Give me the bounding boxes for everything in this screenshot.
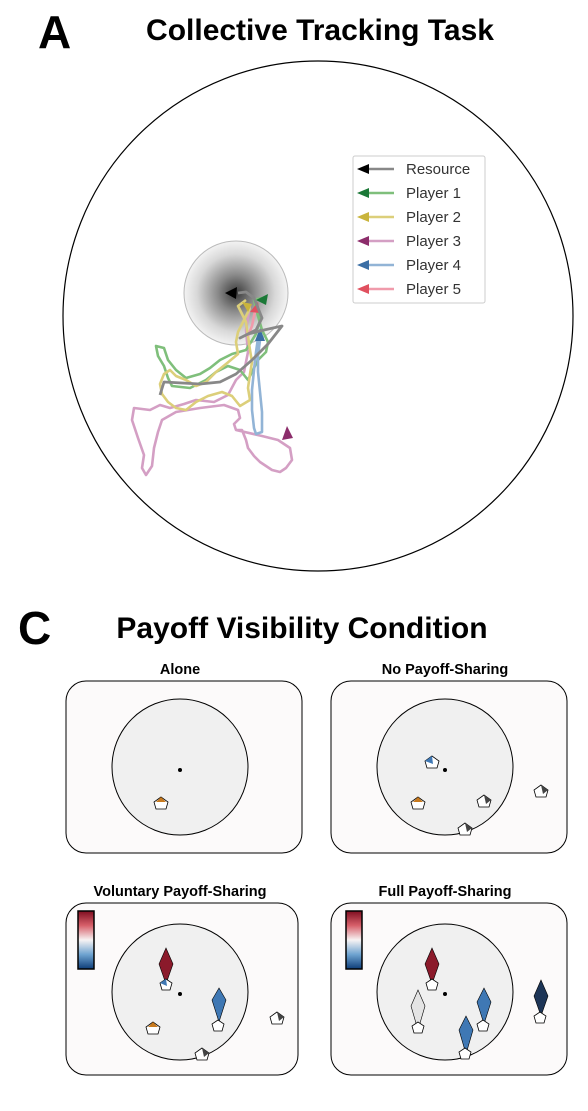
subpanel-full-payoff-sharing: Full Payoff-Sharing: [330, 884, 568, 1076]
legend-arrow: [357, 164, 369, 174]
resource-dot: [443, 992, 447, 996]
subpanel-no-payoff-sharing: No Payoff-Sharing: [330, 662, 568, 854]
player-agent-icon: [145, 1021, 161, 1035]
arena-circle: [111, 698, 249, 836]
legend-item-player-4: Player 4: [357, 257, 461, 274]
arena-circle: [376, 698, 514, 836]
panel-c-title: Payoff Visibility Condition: [116, 612, 487, 645]
legend-label: Resource: [406, 161, 470, 178]
panel-c: C Payoff Visibility Condition Alone No P…: [18, 602, 568, 1076]
agent-icon-red: [158, 947, 174, 991]
player-2-trajectory: [158, 298, 254, 412]
legend-item-resource: Resource: [357, 161, 470, 178]
agent-icon-blue: [458, 1015, 474, 1060]
colorbar: [77, 910, 95, 970]
legend-arrow: [357, 284, 369, 294]
subpanel-title: No Payoff-Sharing: [382, 662, 508, 678]
legend-item-player-1: Player 1: [357, 185, 461, 202]
panel-a-title: Collective Tracking Task: [146, 14, 494, 47]
agent-icon-blue: [476, 987, 492, 1032]
agent-icon: [533, 784, 549, 798]
legend-arrow: [357, 236, 369, 246]
resource-trajectory: [158, 287, 284, 396]
legend-label: Player 1: [406, 185, 461, 202]
legend: Resource Player 1 Player 2 Player 3 Play: [352, 155, 486, 304]
colorbar: [345, 910, 363, 970]
subpanel-voluntary-payoff-sharing: Voluntary Payoff-Sharing: [65, 884, 299, 1076]
legend-item-player-5: Player 5: [357, 281, 461, 298]
player-agent-icon: [153, 796, 169, 810]
subpanel-title: Alone: [160, 662, 200, 678]
agent-icon-blue: [211, 987, 227, 1032]
agent-icon: [457, 822, 473, 836]
agent-icon-navy: [533, 979, 549, 1024]
legend-arrow: [357, 260, 369, 270]
resource-dot: [443, 768, 447, 772]
resource-dot: [178, 992, 182, 996]
arena-boundary: [62, 60, 574, 572]
agent-icon: [476, 794, 492, 808]
subpanel-title: Full Payoff-Sharing: [379, 884, 512, 900]
player-1-trajectory: [154, 294, 270, 390]
legend-item-player-3: Player 3: [357, 233, 461, 250]
subpanel-alone: Alone: [65, 662, 303, 854]
legend-item-player-2: Player 2: [357, 209, 461, 226]
panel-c-letter: C: [18, 602, 51, 654]
legend-label: Player 3: [406, 233, 461, 250]
agent-icon-light: [410, 989, 426, 1034]
agent-icon: [194, 1047, 210, 1061]
resource-dot: [178, 768, 182, 772]
subpanel-title: Voluntary Payoff-Sharing: [94, 884, 267, 900]
legend-label: Player 4: [406, 257, 461, 274]
panel-a: A Collective Tracking Task: [38, 6, 574, 572]
legend-label: Player 2: [406, 209, 461, 226]
panel-a-letter: A: [38, 6, 71, 58]
agent-icon: [269, 1011, 285, 1025]
legend-label: Player 5: [406, 281, 461, 298]
agent-icon-red: [424, 947, 440, 991]
player-4-trajectory: [250, 328, 265, 436]
agent-icon: [424, 755, 440, 769]
legend-arrow: [357, 188, 369, 198]
player-agent-icon: [410, 796, 426, 810]
legend-arrow: [357, 212, 369, 222]
